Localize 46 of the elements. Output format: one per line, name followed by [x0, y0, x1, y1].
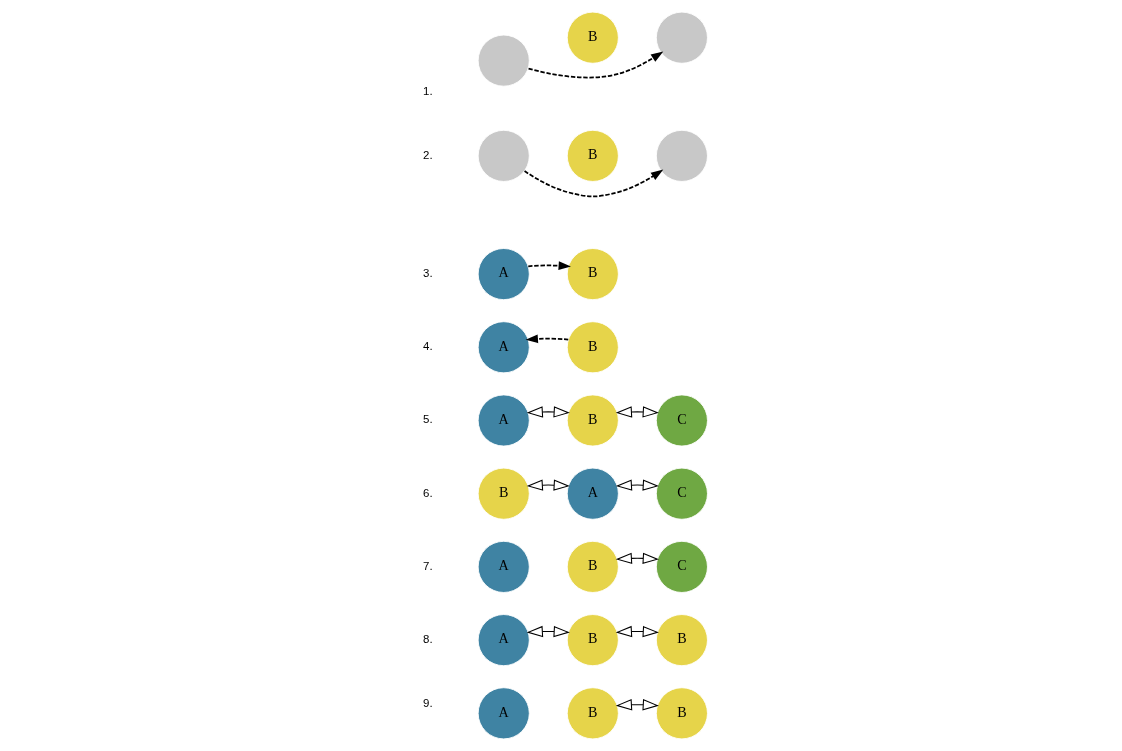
label: 7.: [422, 559, 433, 572]
node-circle: B: [566, 540, 619, 593]
node-circle: A: [566, 467, 619, 520]
arrow: [615, 699, 659, 711]
node-circle: A: [477, 248, 530, 301]
label: 9.: [422, 696, 433, 709]
arrow: [615, 406, 659, 418]
node-circle: B: [566, 687, 619, 740]
node-circle: A: [477, 614, 530, 667]
label: 4.: [422, 340, 433, 353]
node-circle: [477, 34, 530, 87]
arrow: [615, 479, 659, 491]
label: 8.: [422, 633, 433, 646]
node-circle: [655, 129, 708, 182]
label: 6.: [422, 486, 433, 499]
arrow: [526, 261, 571, 270]
arrow: [525, 334, 569, 344]
node-circle: C: [655, 394, 708, 447]
node-circle: C: [655, 540, 708, 593]
node-circle: B: [477, 467, 530, 520]
arrow: [527, 51, 663, 79]
node-circle: A: [477, 540, 530, 593]
arrow: [526, 406, 570, 418]
node-circle: C: [655, 467, 708, 520]
node-circle: B: [566, 614, 619, 667]
node-circle: B: [566, 248, 619, 301]
arrow: [615, 552, 659, 565]
node-circle: A: [477, 394, 530, 447]
node-circle: B: [566, 394, 619, 447]
label: 1.: [422, 85, 433, 98]
node-circle: B: [566, 129, 619, 182]
node-circle: A: [477, 321, 530, 374]
label: 5.: [422, 413, 433, 426]
arrow: [526, 625, 570, 638]
node-circle: B: [655, 614, 708, 667]
arrow: [615, 625, 659, 638]
node-circle: [655, 11, 708, 64]
label: 3.: [422, 267, 433, 280]
arrow: [526, 479, 570, 491]
node-circle: B: [566, 11, 619, 64]
node-circle: B: [566, 321, 619, 374]
arrow: [523, 169, 663, 198]
label: 2.: [422, 148, 433, 161]
node-circle: [477, 129, 530, 182]
node-circle: B: [655, 687, 708, 740]
node-circle: A: [477, 687, 530, 740]
